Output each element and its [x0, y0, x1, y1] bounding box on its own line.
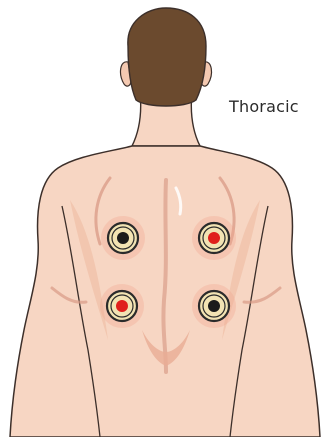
electrode-negative-dot: [117, 232, 129, 244]
electrode-positive-dot: [208, 232, 220, 244]
spine-groove: [163, 180, 166, 372]
electrode-upper-right: [192, 216, 236, 260]
hair: [128, 8, 206, 106]
electrode-positive-dot: [116, 300, 128, 312]
torso: [10, 146, 320, 437]
electrode-upper-left: [101, 216, 145, 260]
electrode-lower-left: [100, 284, 144, 328]
electrode-negative-dot: [208, 300, 220, 312]
head: [121, 8, 212, 146]
electrode-lower-right: [192, 284, 236, 328]
region-label: Thoracic: [229, 97, 299, 116]
